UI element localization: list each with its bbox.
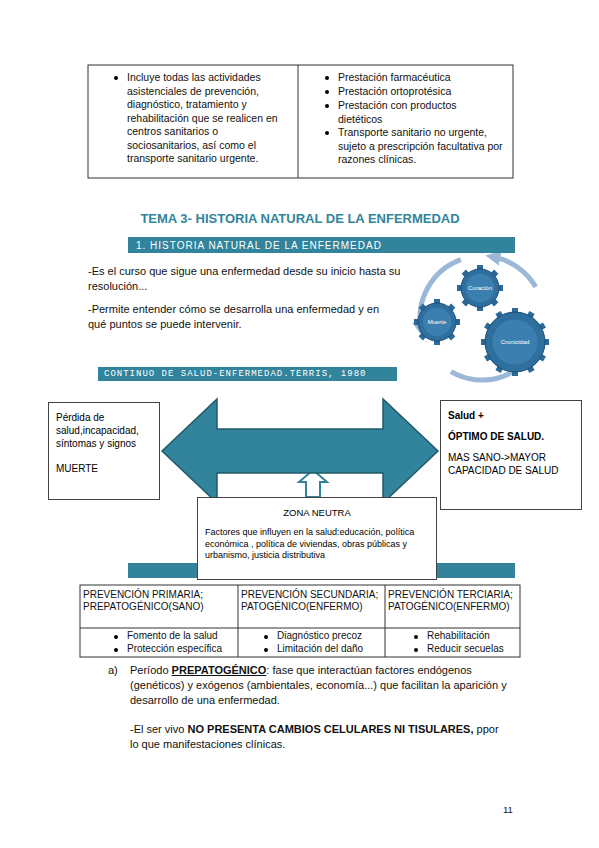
text-label: PREVENCIÓN TERCIARIA; PATOGÉNICO(ENFERMO… xyxy=(388,589,518,613)
node-heading: ZONA NEUTRA xyxy=(205,506,429,519)
text-box: ZONA NEUTRA Factores que influyen en la s… xyxy=(197,497,437,580)
text-label: Limitación del daño xyxy=(262,643,384,655)
node-heading: Curación xyxy=(468,285,492,292)
text-label: Transporte sanitario no urgente, sujeto … xyxy=(323,126,503,167)
node-heading: Pérdida de salud,incapacidad, síntomas y… xyxy=(56,411,152,450)
text-label: Fomento de la salud xyxy=(112,630,236,642)
table-divider xyxy=(80,628,520,629)
node-heading: 1. HISTORIA NATURAL DE LA ENFERMEDAD xyxy=(128,240,382,251)
table-divider xyxy=(298,65,299,178)
gear-node: Muerte xyxy=(413,298,461,346)
node-heading: Muerte xyxy=(428,319,447,326)
node-text: ÓPTIMO DE SALUD. xyxy=(448,430,574,443)
gear-node: Cronicidad xyxy=(480,307,550,377)
paragraph-text: -El ser vivo xyxy=(130,723,184,735)
paragraph: PeríodoPREPATOGÉNICO: fase que interactú… xyxy=(130,663,510,708)
gear-node: Curación xyxy=(456,264,504,312)
page-title: TEMA 3- HISTORIA NATURAL DE LA ENFERMEDA… xyxy=(85,211,515,226)
node-heading: CONTINUO DE SALUD-ENFERMEDAD.TERRIS, 198… xyxy=(98,369,366,379)
text-label: Protección específica xyxy=(112,643,236,655)
text-label: PREVENCIÓN SECUNDARIA; PATOGÉNICO(ENFERM… xyxy=(241,589,383,613)
node-text: Factores que influyen en la salud:educac… xyxy=(205,527,429,562)
node-heading: Salud + xyxy=(448,409,574,422)
text-box: Salud + ÓPTIMO DE SALUD. MAS SANO->MAYOR C… xyxy=(440,400,582,510)
section-band: 1. HISTORIA NATURAL DE LA ENFERMEDAD xyxy=(128,237,515,253)
table-divider xyxy=(238,585,239,657)
up-arrow xyxy=(299,470,327,497)
text-label: -Es el curso que sigue una enfermedad de… xyxy=(88,264,403,294)
paragraph-text: NO PRESENTA CAMBIOS CELULARES NI TISULAR… xyxy=(187,723,473,735)
table-border xyxy=(80,585,520,657)
table-border xyxy=(88,65,513,178)
text-label: Rehabilitación xyxy=(412,630,518,642)
text-label: Reducir secuelas xyxy=(412,643,518,655)
node-text: MUERTE xyxy=(56,462,152,475)
text-label: Incluye todas las actividades asistencia… xyxy=(112,71,292,166)
text-box: Pérdida de salud,incapacidad, síntomas y… xyxy=(48,402,160,500)
paragraph-text: PREPATOGÉNICO xyxy=(172,664,267,676)
text-label: 11 xyxy=(503,803,523,817)
text-label: PREVENCIÓN PRIMARIA; PREPATOGÉNICO(SANO) xyxy=(83,589,236,613)
section-band: CONTINUO DE SALUD-ENFERMEDAD.TERRIS, 198… xyxy=(98,367,397,381)
table-divider xyxy=(385,585,386,657)
text-label: Prestación ortoprotésica xyxy=(323,85,508,99)
text-label: Diagnóstico precoz xyxy=(262,630,384,642)
text-label: -Permite entender cómo se desarrolla una… xyxy=(88,302,393,332)
cycle-arrow xyxy=(493,257,536,287)
text-label: Prestación con productos dietéticos xyxy=(323,99,483,126)
paragraph-text: Período xyxy=(130,664,169,676)
node-text: MAS SANO->MAYOR CAPACIDAD DE SALUD xyxy=(448,451,574,477)
paragraph: -El ser vivoNO PRESENTA CAMBIOS CELULARE… xyxy=(130,722,510,752)
text-label: Prestación farmacéutica xyxy=(323,71,508,85)
node-heading: Cronicidad xyxy=(501,339,530,346)
double-arrow xyxy=(162,399,438,503)
text-label: a) xyxy=(108,663,128,678)
